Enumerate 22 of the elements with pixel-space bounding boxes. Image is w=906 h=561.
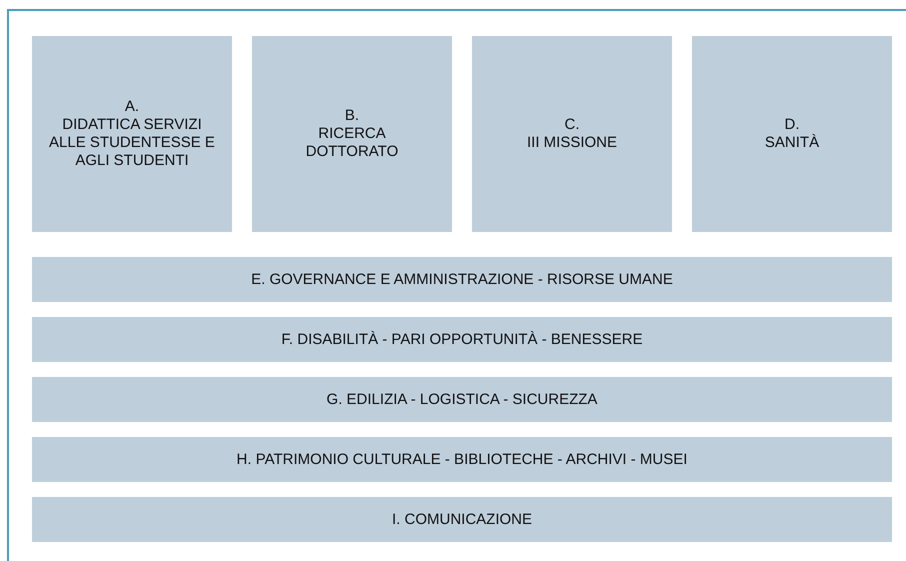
- area-title: F. DISABILITÀ - PARI OPPORTUNITÀ - BENESSERE: [281, 330, 643, 348]
- area-title: H. PATRIMONIO CULTURALE - BIBLIOTECHE - ARCHIVI - MUSEI: [236, 450, 688, 468]
- area-box: [32, 36, 232, 232]
- area-title: I. COMUNICAZIONE: [392, 510, 532, 528]
- area-box: [252, 36, 452, 232]
- area-title: E. GOVERNANCE E AMMINISTRAZIONE - RISORSE UMANE: [251, 270, 673, 288]
- area-title: G. EDILIZIA - LOGISTICA - SICUREZZA: [326, 390, 598, 408]
- area-title: RICERCA DOTTORATO: [304, 125, 400, 161]
- area-letter: C.: [564, 116, 580, 134]
- area-letter: D.: [784, 116, 800, 134]
- area-box: [472, 36, 672, 232]
- area-box: [692, 36, 892, 232]
- area-bar: [32, 437, 892, 482]
- area-letter: A.: [124, 98, 140, 116]
- area-title: III MISSIONE: [526, 134, 617, 152]
- area-bar: [32, 317, 892, 362]
- area-letter: B.: [344, 107, 360, 125]
- area-bar: [32, 257, 892, 302]
- area-title: DIDATTICA SERVIZI ALLE STUDENTESSE E AGLI STUDENTI: [48, 116, 216, 170]
- area-bar: [32, 377, 892, 422]
- area-bar: [32, 497, 892, 542]
- area-title: SANITÀ: [764, 134, 820, 152]
